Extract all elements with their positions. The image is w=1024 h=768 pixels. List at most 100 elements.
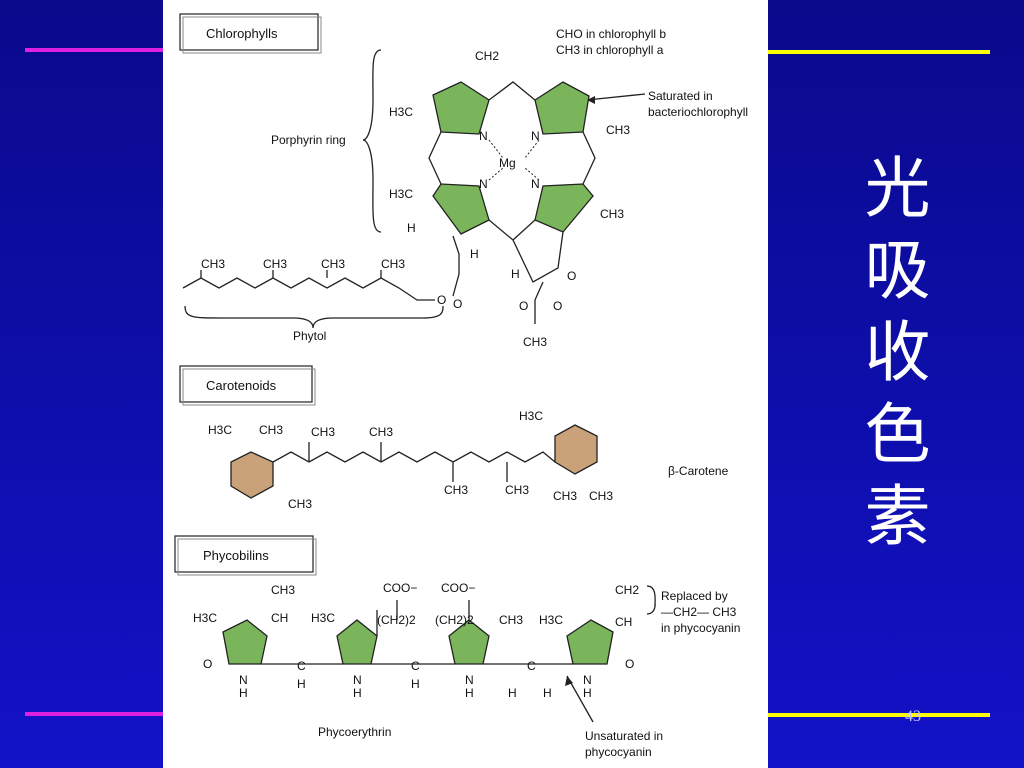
carotene-h3c-right: H3C (519, 409, 543, 423)
phyco-n2: N (353, 673, 362, 687)
carotene-ring-right (554, 424, 598, 475)
unsat-arrow-head (565, 676, 573, 686)
o-phytol-2: O (453, 297, 462, 311)
chlorophylls-header-box (179, 13, 319, 51)
phyco-n4: N (583, 673, 592, 687)
carotene-ch3-b: CH3 (369, 425, 393, 439)
phyco-ch2-end: CH2 (615, 583, 639, 597)
bridge-right (582, 131, 596, 185)
phyco-n3: N (465, 673, 474, 687)
phyco-side-chains (376, 600, 470, 636)
phytol-ch3-2: CH3 (263, 257, 287, 271)
bridge-bottom (488, 219, 536, 241)
title-char-3: 收 (864, 314, 931, 391)
bridge-top (488, 81, 536, 101)
phyco-coo-2: COO− (441, 581, 475, 595)
top-right-rule (768, 50, 990, 54)
methyl-ester-bond (534, 281, 544, 324)
h-ring-e: H (511, 267, 520, 281)
carotene-ch3-c: CH3 (444, 483, 468, 497)
carotene-ring-left (230, 451, 274, 499)
replaced-brace (646, 585, 656, 615)
o-phytol: O (437, 293, 446, 307)
n-label: CH2 (475, 49, 499, 63)
top-left-rule (25, 48, 165, 52)
carotene-ch3-e: CH3 (288, 497, 312, 511)
ch3-note: CH3 in chlorophyll a (556, 43, 664, 57)
phycobilins-header-shadow (177, 538, 317, 576)
phyco-c1: C (297, 659, 306, 673)
n-d: N (531, 177, 540, 191)
n-b: N (531, 129, 540, 143)
pigment-structures-svg: Chlorophylls CHO in chlorophyll b CH3 in… (174, 13, 748, 759)
unsat-note-2: phycocyanin (585, 745, 652, 759)
carotene-ch3-d: CH3 (505, 483, 529, 497)
phyco-ch-end: CH (615, 615, 632, 629)
phycobilins-header-box (174, 535, 314, 573)
phyco-ring-3 (448, 619, 490, 665)
phyco-h4: H (583, 686, 592, 700)
o-ring-e: O (567, 269, 576, 283)
porphyrin-brace (362, 49, 382, 233)
carotenoids-header-shadow (182, 368, 316, 406)
phytol-methyls (200, 270, 382, 278)
bottom-left-rule (25, 712, 165, 716)
phytol-brace (184, 305, 444, 329)
phytol-ch3-1: CH3 (201, 257, 225, 271)
phyco-h6: H (411, 677, 420, 691)
pyrrole-ring-a (432, 81, 490, 135)
phyco-h8: H (543, 686, 552, 700)
beta-carotene-label: β-Carotene (668, 464, 729, 478)
phyco-o-left: O (203, 657, 212, 671)
phyco-h5: H (297, 677, 306, 691)
n-a: N (479, 129, 488, 143)
bridge-left (428, 131, 442, 185)
h3c-ring-c: H3C (389, 187, 413, 201)
unsat-note-1: Unsaturated in (585, 729, 663, 743)
phyco-o-right: O (625, 657, 634, 671)
phyco-ring-1 (222, 619, 268, 665)
pyrrole-ring-d (534, 183, 594, 233)
chlorophylls-header: Chlorophylls (206, 26, 278, 41)
phycoerythrin-label: Phycoerythrin (318, 725, 391, 739)
saturated-note-1: Saturated in (648, 89, 713, 103)
phytol-label: Phytol (293, 329, 326, 343)
carotene-ch3-left: CH3 (259, 423, 283, 437)
phyco-c2: C (411, 659, 420, 673)
chlorophylls-header-shadow (182, 16, 322, 54)
bottom-right-rule (768, 713, 990, 717)
h3c-ring-a: H3C (389, 105, 413, 119)
phyco-n1: N (239, 673, 248, 687)
o-ester-2: O (519, 299, 528, 313)
porphyrin-label: Porphyrin ring (271, 133, 346, 147)
title-char-5: 素 (864, 478, 931, 555)
phyco-ch: CH (271, 611, 288, 625)
phyco-h3c-2: H3C (311, 611, 335, 625)
carotene-ch3-a: CH3 (311, 425, 335, 439)
n-c: N (479, 177, 488, 191)
carotene-chain (272, 451, 556, 463)
page-number: 43 (905, 708, 921, 725)
phyco-ch3-3: CH3 (499, 613, 523, 627)
ch3-methyl: CH3 (523, 335, 547, 349)
carotenoids-header: Carotenoids (206, 378, 277, 393)
carotene-ch3-f: CH3 (553, 489, 577, 503)
o-ester: O (553, 299, 562, 313)
phyco-ring-2 (336, 619, 378, 665)
h-ring-c2: H (470, 247, 479, 261)
phyco-h3c-3: H3C (539, 613, 563, 627)
phyco-h7: H (508, 686, 517, 700)
ch3-ring-b: CH3 (606, 123, 630, 137)
replaced-note-2: —CH2— CH3 (661, 605, 737, 619)
phyco-ch3-top: CH3 (271, 583, 295, 597)
saturated-arrow-head (587, 96, 595, 104)
saturated-arrow (586, 93, 646, 101)
propionate-chain (452, 235, 460, 297)
phyco-c3: C (527, 659, 536, 673)
phytol-chain (182, 277, 435, 301)
phytol-ch3-3: CH3 (321, 257, 345, 271)
phyco-ch2-1: (CH2)2 (377, 613, 416, 627)
replaced-note-3: in phycocyanin (661, 621, 740, 635)
cho-note: CHO in chlorophyll b (556, 27, 666, 41)
h-ring-c: H (407, 221, 416, 235)
